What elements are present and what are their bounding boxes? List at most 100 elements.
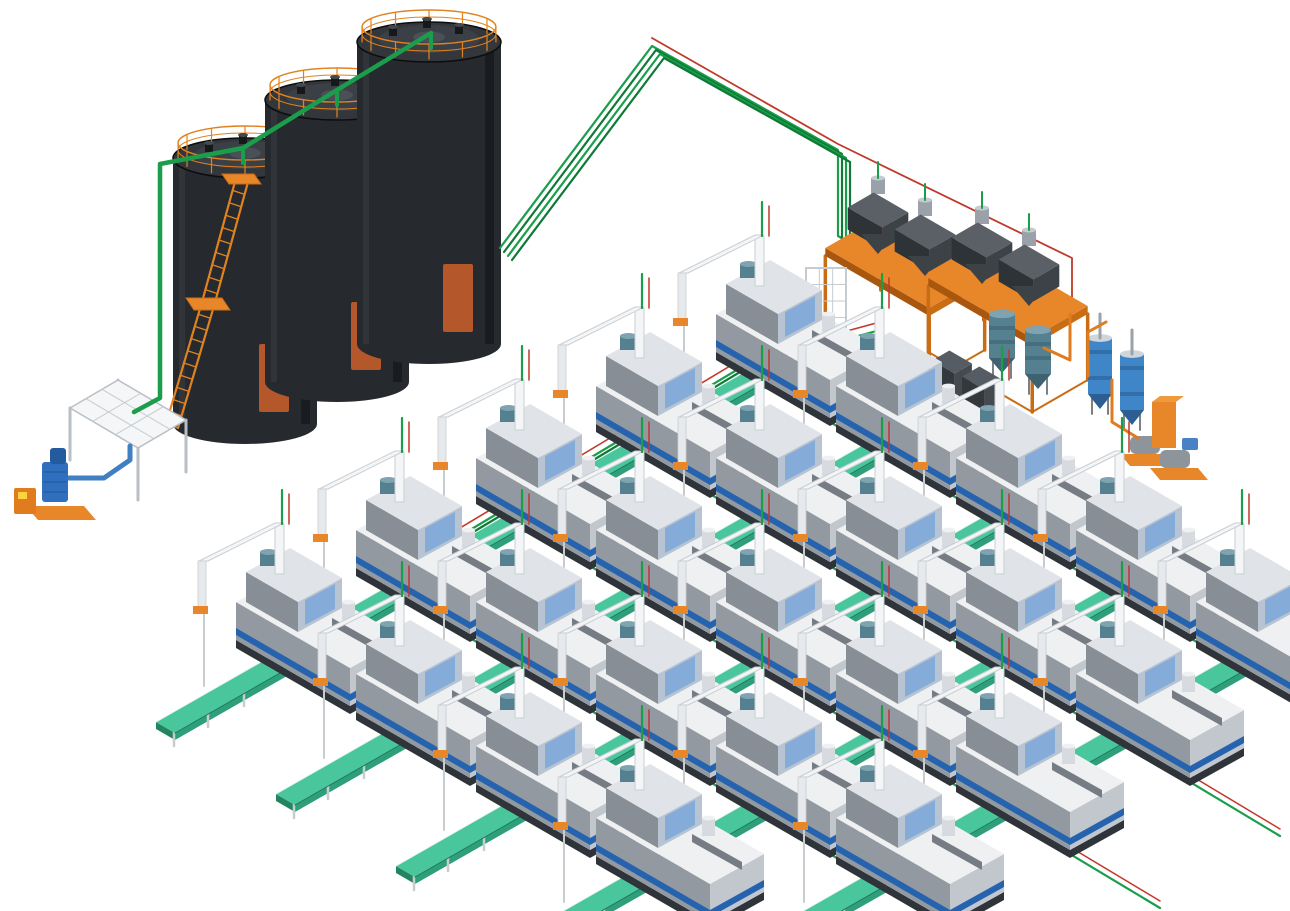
- safety-guard-window: [785, 296, 815, 337]
- robot-gripper: [313, 678, 328, 686]
- robot-z-arm: [677, 704, 687, 752]
- hopper-dryer-unit: [980, 408, 997, 422]
- feed-table: [68, 378, 188, 502]
- robot-z-arm: [1157, 560, 1167, 608]
- storage-hopper: [998, 213, 1060, 306]
- robot-gripper: [913, 750, 928, 758]
- robot-z-arm: [797, 632, 807, 680]
- machine-body: [476, 692, 644, 858]
- robot-gripper: [433, 750, 448, 758]
- robot-z-arm: [317, 488, 327, 536]
- robot-mast: [634, 739, 645, 791]
- silo-access-patch: [443, 264, 473, 332]
- hopper-dryer-unit: [1100, 624, 1117, 638]
- storage-silo: [356, 9, 502, 364]
- feed-hopper: [942, 530, 955, 548]
- robot-gripper: [793, 822, 808, 830]
- safety-guard-window: [425, 512, 455, 553]
- conveyor-belt: [802, 873, 888, 911]
- dome-nozzle: [389, 27, 397, 36]
- robot-mast: [514, 379, 525, 431]
- safety-guard-window: [905, 368, 935, 409]
- machine-pipe-stubs: [760, 632, 770, 670]
- feed-hopper: [1182, 674, 1195, 692]
- robot-z-arm: [557, 776, 567, 824]
- robot-mast: [514, 523, 525, 575]
- molding-machine: [395, 632, 644, 892]
- ladder-platform: [221, 173, 262, 185]
- robot-mast: [1234, 523, 1245, 575]
- safety-guard-window: [1025, 584, 1055, 625]
- takeout-robot: [433, 666, 525, 831]
- feed-hopper: [822, 314, 835, 332]
- machine-pipe-stubs: [1120, 416, 1130, 454]
- injection-barrel: [932, 834, 982, 870]
- robot-gripper: [433, 462, 448, 470]
- hopper-dryer-unit: [1220, 552, 1237, 566]
- robot-z-arm: [437, 704, 447, 752]
- feed-hopper: [702, 674, 715, 692]
- feed-hopper: [342, 602, 355, 620]
- hopper-dryer-unit: [380, 480, 397, 494]
- vacuum-pump: [1150, 438, 1208, 480]
- robot-mast: [514, 667, 525, 719]
- takeout-robot: [313, 594, 405, 759]
- cyclone: [871, 178, 885, 194]
- machine-pipe-stubs: [400, 560, 410, 598]
- robot-z-arm: [557, 344, 567, 392]
- station-orange-pipe: [1086, 320, 1108, 378]
- safety-guard-window: [665, 800, 695, 841]
- hopper-dryer-unit: [260, 552, 277, 566]
- robot-gripper: [313, 534, 328, 542]
- robot-gripper: [193, 606, 208, 614]
- robot-z-arm: [917, 704, 927, 752]
- robot-mast: [754, 667, 765, 719]
- safety-guard-window: [905, 512, 935, 553]
- hopper-dryer-unit: [500, 408, 517, 422]
- silo-body: [357, 42, 501, 364]
- hopper-dryer-unit: [860, 768, 877, 782]
- safety-guard-window: [665, 368, 695, 409]
- safety-guard-window: [905, 800, 935, 841]
- molding-machine: [553, 704, 764, 911]
- robot-mast: [394, 595, 405, 647]
- station-panel: [1152, 396, 1184, 448]
- feed-hopper: [822, 602, 835, 620]
- machine-pipe-stubs: [400, 416, 410, 454]
- safety-guard-window: [1025, 440, 1055, 481]
- robot-gripper: [553, 534, 568, 542]
- robot-gripper: [673, 750, 688, 758]
- blower-pipe: [65, 443, 133, 481]
- hopper-cone: [861, 234, 895, 254]
- feed-hopper: [1062, 746, 1075, 764]
- safety-guard-window: [305, 584, 335, 625]
- safety-guard-window: [665, 656, 695, 697]
- machines-group: [155, 200, 1290, 911]
- feed-hopper: [462, 530, 475, 548]
- feed-hopper: [582, 746, 595, 764]
- feed-hopper: [942, 818, 955, 836]
- robot-mast: [1114, 451, 1125, 503]
- robot-mast: [994, 667, 1005, 719]
- blower-base: [26, 506, 96, 520]
- machine-pipe-stubs: [880, 272, 890, 310]
- storage-hopper: [894, 183, 956, 276]
- machine-pipe-stubs: [1120, 560, 1130, 598]
- robot-mast: [994, 379, 1005, 431]
- dome-nozzle: [239, 135, 247, 144]
- panel-body: [1152, 402, 1176, 448]
- hopper-dryer-unit: [860, 480, 877, 494]
- machine-pipe-stubs: [640, 416, 650, 454]
- hopper-dryer-unit: [620, 480, 637, 494]
- robot-mast: [274, 523, 285, 575]
- robot-mast: [394, 451, 405, 503]
- robot-gripper: [913, 462, 928, 470]
- dome-nozzle: [455, 25, 463, 34]
- feed-hopper: [822, 746, 835, 764]
- robot-gripper: [793, 390, 808, 398]
- conveyor-belt: [562, 873, 648, 911]
- robot-gripper: [913, 606, 928, 614]
- robot-gripper: [1153, 606, 1168, 614]
- machine-pipe-stubs: [280, 488, 290, 526]
- molding-machine: [793, 704, 1004, 911]
